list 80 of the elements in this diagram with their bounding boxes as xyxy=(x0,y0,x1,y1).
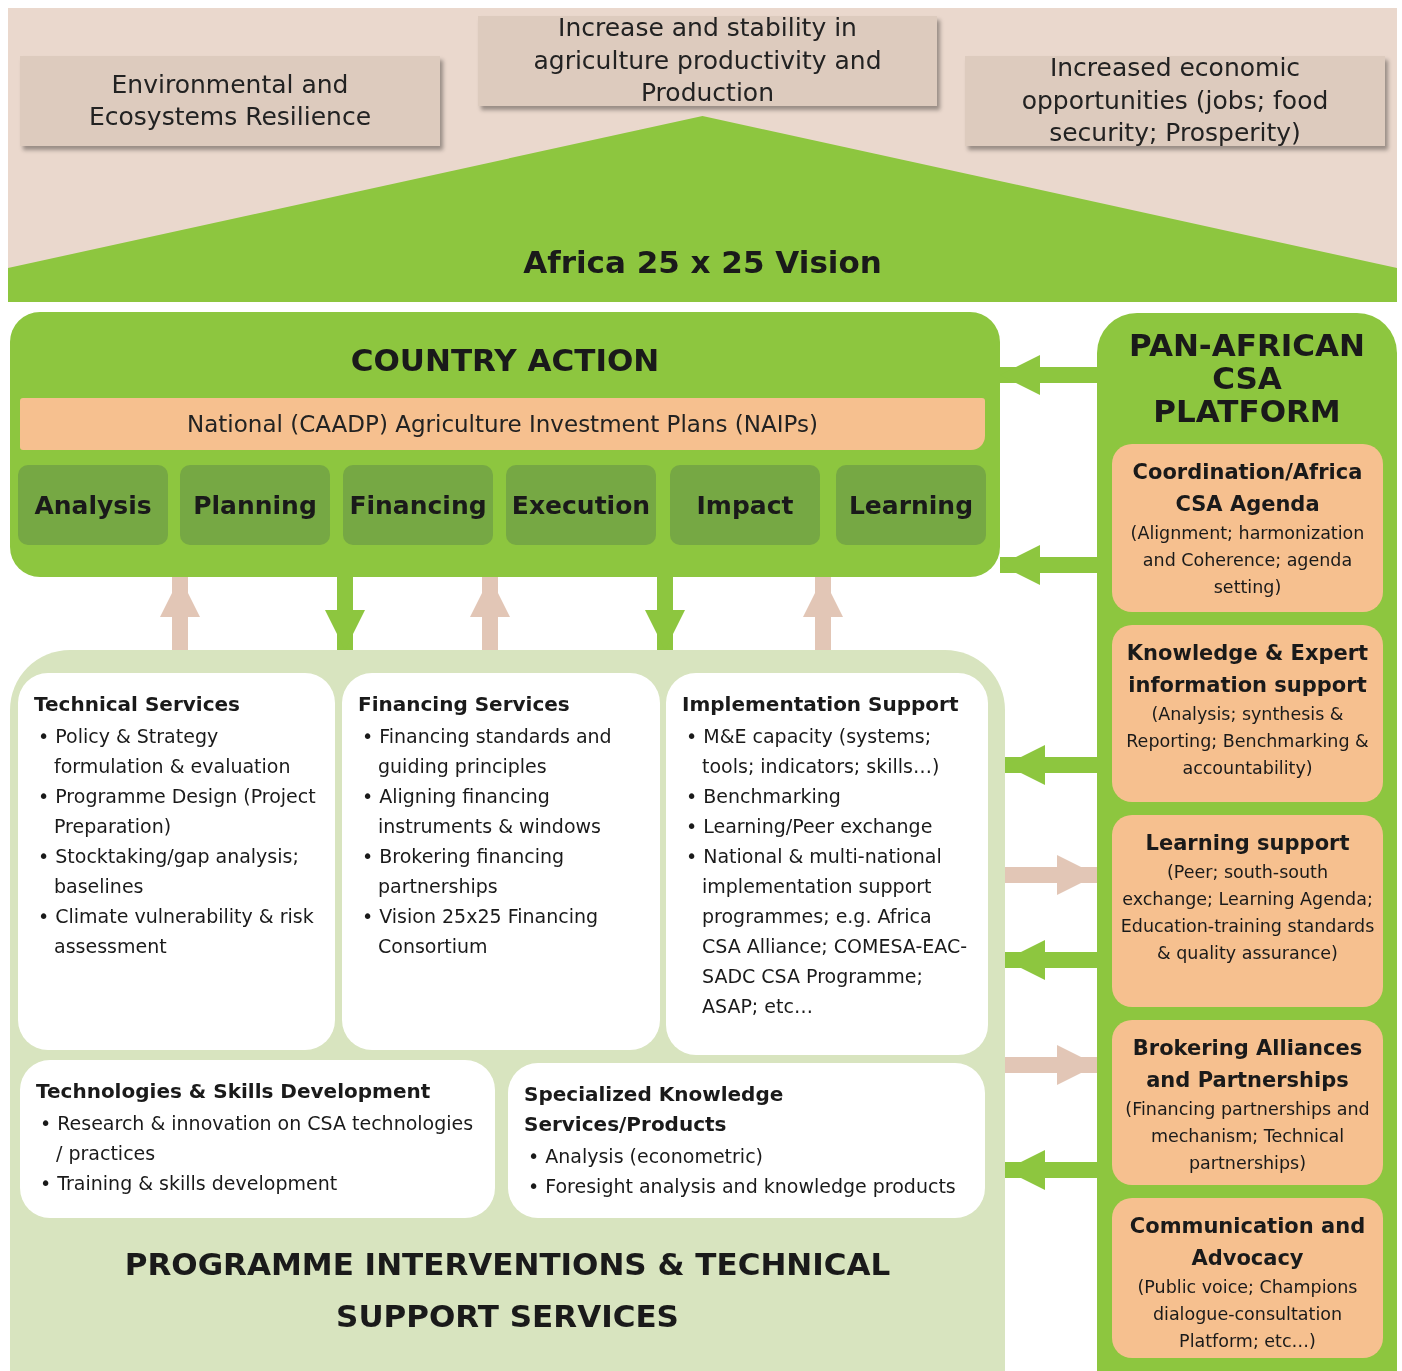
bullet-text: • Programme Design (Project Preparation) xyxy=(37,784,317,839)
arrow xyxy=(1005,1150,1097,1190)
bullet-text: • Foresight analysis and knowledge products xyxy=(527,1174,957,1199)
card-heading: Technical Services xyxy=(34,691,241,718)
support-box xyxy=(1112,444,1383,612)
bullet-text: • Stocktaking/gap analysis; baselines xyxy=(37,844,300,899)
programme-panel xyxy=(10,650,1005,1371)
platform-panel xyxy=(1097,313,1397,1371)
stage-box xyxy=(18,465,168,545)
box-heading: Communication and Advocacy xyxy=(1128,1213,1367,1272)
panel-title: COUNTRY ACTION xyxy=(349,341,661,380)
plan-banner xyxy=(20,398,985,450)
bullet-text: • Training & skills development xyxy=(39,1171,339,1196)
service-card xyxy=(508,1063,985,1218)
stage-text: Planning xyxy=(193,490,317,520)
box-body: (Public voice; Champions dialogue-consultation Platform; etc…) xyxy=(1136,1276,1359,1353)
bullet-text: • Learning/Peer exchange xyxy=(685,814,934,839)
box-body: (Peer; south-south exchange; Learning Agenda; Education-training standards & quality assurance) xyxy=(1120,861,1375,965)
board-text: Increased economic opportunities (jobs; food security; Prosperity) xyxy=(1020,52,1330,150)
plan-text: National (CAADP) Agriculture Investment Plans (NAIPs) xyxy=(187,411,818,437)
arrow xyxy=(1005,745,1097,785)
stage-box xyxy=(836,465,986,545)
box-heading: Learning support xyxy=(1144,830,1351,857)
service-card xyxy=(666,673,988,1055)
stage-text: Execution xyxy=(511,490,651,520)
stage-box xyxy=(506,465,656,545)
stage-box xyxy=(670,465,820,545)
service-card xyxy=(18,673,335,1050)
bullet-text: • Aligning financing instruments & windows xyxy=(361,784,602,839)
bullet-text: • Climate vulnerability & risk assessment xyxy=(37,904,315,959)
stage-text: Analysis xyxy=(34,490,152,520)
goal-board xyxy=(965,56,1385,146)
arrow xyxy=(1005,855,1097,895)
arrow xyxy=(1005,940,1097,980)
card-heading: Implementation Support xyxy=(682,691,960,718)
service-card xyxy=(20,1060,495,1218)
bullet-text: • Vision 25x25 Financing Consortium xyxy=(361,904,599,959)
bullet-text: • Benchmarking xyxy=(685,784,842,809)
bullet-text: • Brokering financing partnerships xyxy=(361,844,566,899)
arrow xyxy=(325,577,365,650)
stage-box xyxy=(343,465,493,545)
goal-board xyxy=(478,16,937,106)
box-heading: Coordination/Africa CSA Agenda xyxy=(1131,459,1364,518)
bullet-text: • M&E capacity (systems; tools; indicators; skills…) xyxy=(685,724,941,779)
arrow xyxy=(1005,1045,1097,1085)
bullet-text: • National & multi-national implementation support programmes; e.g. Africa CSA Alliance; COMESA-EAC-SADC CSA Programme; ASAP; etc… xyxy=(685,844,969,1019)
stage-text: Learning xyxy=(848,490,974,520)
service-card xyxy=(342,673,660,1050)
vision-title: Africa 25 x 25 Vision xyxy=(523,244,882,280)
arrow xyxy=(1000,355,1097,395)
support-box xyxy=(1112,625,1383,802)
bullet-text: • Policy & Strategy formulation & evaluation xyxy=(37,724,292,779)
arrow xyxy=(160,577,200,650)
goal-board xyxy=(20,56,440,146)
card-heading: Financing Services xyxy=(358,691,571,718)
support-box xyxy=(1112,815,1383,1007)
arrow xyxy=(470,577,510,650)
box-heading: Knowledge & Expert information support xyxy=(1125,640,1370,699)
card-heading: Specialized Knowledge Services/Products xyxy=(524,1081,785,1138)
panel-title: PROGRAMME INTERVENTIONS & TECHNICAL SUPPORT SERVICES xyxy=(123,1245,892,1336)
panel-title: PAN-AFRICAN CSA PLATFORM xyxy=(1128,329,1366,428)
stage-text: Impact xyxy=(696,490,794,520)
box-body: (Alignment; harmonization and Coherence; agenda setting) xyxy=(1129,522,1366,599)
support-box xyxy=(1112,1020,1383,1185)
box-body: (Analysis; synthesis & Reporting; Benchmarking & accountability) xyxy=(1125,703,1370,780)
card-heading: Technologies & Skills Development xyxy=(36,1078,432,1105)
board-text: Increase and stability in agriculture productivity and Production xyxy=(532,12,883,110)
bullet-text: • Analysis (econometric) xyxy=(527,1144,764,1169)
country-action-panel xyxy=(10,312,1000,577)
bullet-text: • Financing standards and guiding principles xyxy=(361,724,613,779)
arrow xyxy=(803,577,843,650)
arrow xyxy=(1000,545,1097,585)
arrow xyxy=(645,577,685,650)
bullet-text: • Research & innovation on CSA technologies / practices xyxy=(39,1111,475,1166)
board-text: Environmental and Ecosystems Resilience xyxy=(88,68,372,133)
stage-box xyxy=(180,465,330,545)
stage-text: Financing xyxy=(349,490,487,520)
box-body: (Financing partnerships and mechanism; Technical partnerships) xyxy=(1124,1098,1371,1175)
support-box xyxy=(1112,1198,1383,1358)
box-heading: Brokering Alliances and Partnerships xyxy=(1131,1035,1364,1094)
